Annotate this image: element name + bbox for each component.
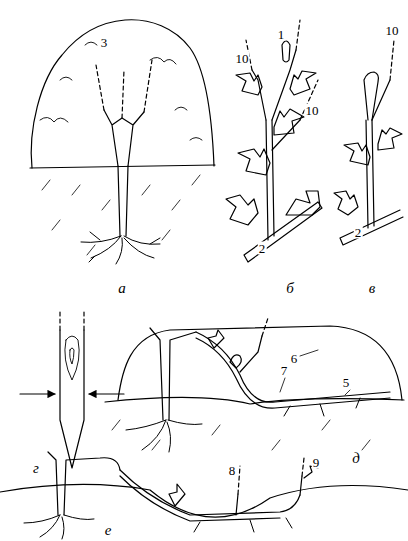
- callout-number: 6: [290, 352, 299, 365]
- panel-letter: г: [32, 461, 40, 476]
- panel-letter: а: [117, 281, 127, 296]
- callout-number: 10: [235, 52, 250, 65]
- callout-number: 10: [305, 104, 320, 117]
- callout-number: 2: [258, 242, 267, 255]
- panel-letter: б: [285, 281, 295, 296]
- callout-number: 5: [342, 376, 351, 389]
- callout-number: 9: [312, 456, 321, 469]
- panel-letter: е: [104, 523, 113, 538]
- callout-number: 3: [100, 36, 109, 49]
- panel-letter: д: [351, 451, 361, 466]
- panel-letter: в: [368, 281, 377, 296]
- callout-number: 8: [228, 464, 237, 477]
- callout-number: 10: [385, 24, 400, 37]
- callout-number: 2: [354, 226, 363, 239]
- callout-number: 1: [277, 28, 286, 41]
- callout-number: 7: [280, 364, 289, 377]
